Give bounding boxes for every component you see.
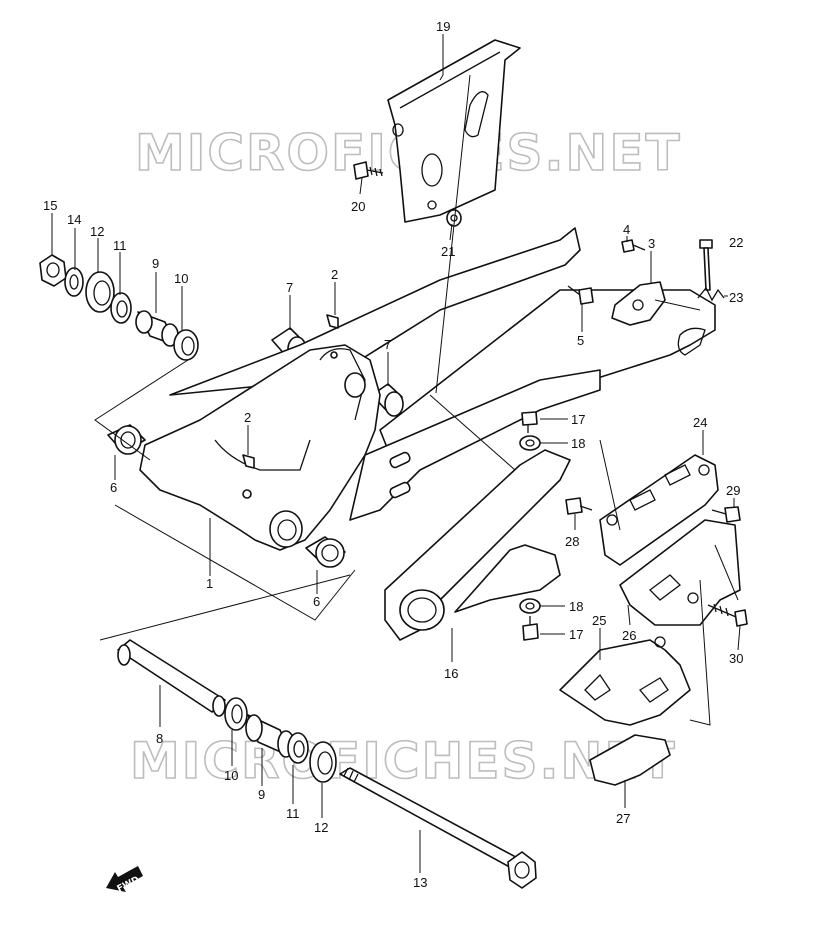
part-2-grease-nipple-a	[326, 314, 339, 359]
callout-22: 22	[729, 235, 743, 250]
callout-19: 19	[436, 19, 450, 34]
fwd-arrow-icon: FWD	[106, 866, 143, 895]
part-17-bolt-lower	[522, 616, 539, 641]
part-11-washer-lower	[287, 732, 309, 764]
watermark-bottom: MICROFICHES.NET	[130, 732, 677, 790]
callout-15: 15	[43, 198, 57, 213]
callout-1: 1	[206, 576, 213, 591]
callout-18b: 18	[569, 599, 583, 614]
callout-11a: 11	[113, 238, 127, 253]
part-26-chain-guide	[619, 519, 741, 626]
part-20-bolt	[353, 161, 384, 180]
callout-26: 26	[622, 628, 636, 643]
callout-5: 5	[577, 333, 584, 348]
part-27-cover	[589, 734, 671, 786]
callout-8: 8	[156, 731, 163, 746]
part-13-pivot-bolt	[339, 767, 537, 889]
part-6-bearing-a	[107, 424, 146, 455]
part-22-pin	[699, 239, 713, 291]
part-17-bolt-upper	[521, 411, 538, 433]
callout-17a: 17	[571, 412, 585, 427]
callout-20: 20	[351, 199, 365, 214]
callout-17b: 17	[569, 627, 583, 642]
callout-7a: 7	[286, 280, 293, 295]
callout-10a: 10	[174, 271, 188, 286]
callout-7b: 7	[384, 337, 391, 352]
part-18-washer-upper	[519, 435, 541, 451]
callout-9b: 9	[258, 787, 265, 802]
part-5-bolt	[567, 285, 594, 305]
callout-13: 13	[413, 875, 427, 890]
callout-21: 21	[441, 244, 455, 259]
callout-23: 23	[729, 290, 743, 305]
part-3-bracket	[611, 281, 666, 326]
part-19-guard	[387, 39, 521, 223]
part-11-washer	[110, 292, 132, 324]
part-25-guard	[559, 636, 691, 726]
callout-2b: 2	[244, 410, 251, 425]
callout-12a: 12	[90, 224, 104, 239]
part-18-washer-lower	[519, 598, 541, 614]
part-16-chain-buffer	[384, 449, 571, 641]
callout-27: 27	[616, 811, 630, 826]
callout-9a: 9	[152, 256, 159, 271]
part-15-nut	[39, 254, 67, 287]
part-12-seal	[85, 271, 115, 313]
callout-30: 30	[729, 651, 743, 666]
part-9-spacer	[135, 310, 179, 347]
callouts: 19 20 21 15 14 12 11 9 10 7 2 7 2 4 3 22…	[43, 19, 743, 890]
callout-12b: 12	[314, 820, 328, 835]
callout-6a: 6	[110, 480, 117, 495]
callout-14: 14	[67, 212, 81, 227]
callout-6b: 6	[313, 594, 320, 609]
part-4-bolt	[621, 239, 646, 253]
part-30-bolt	[707, 603, 748, 627]
part-14-washer	[64, 267, 84, 297]
part-8-shaft	[117, 639, 226, 717]
callout-2a: 2	[331, 267, 338, 282]
callout-11b: 11	[286, 806, 300, 821]
callout-25: 25	[592, 613, 606, 628]
callout-29: 29	[726, 483, 740, 498]
callout-28: 28	[565, 534, 579, 549]
part-10-collar	[173, 329, 199, 361]
callout-4: 4	[623, 222, 630, 237]
part-24-guide-plate	[599, 454, 719, 566]
part-29-bolt	[711, 506, 741, 523]
part-6-bearing-b	[305, 536, 346, 568]
callout-10b: 10	[224, 768, 238, 783]
part-10-collar-lower	[224, 697, 248, 731]
part-28-bolt	[565, 497, 593, 515]
callout-18a: 18	[571, 436, 585, 451]
callout-16: 16	[444, 666, 458, 681]
leader-lines	[51, 34, 741, 873]
part-12-seal-lower	[309, 741, 337, 783]
part-23-clip	[697, 286, 725, 302]
callout-3: 3	[648, 236, 655, 251]
callout-24: 24	[693, 415, 707, 430]
part-2-grease-nipple-b	[242, 454, 255, 499]
